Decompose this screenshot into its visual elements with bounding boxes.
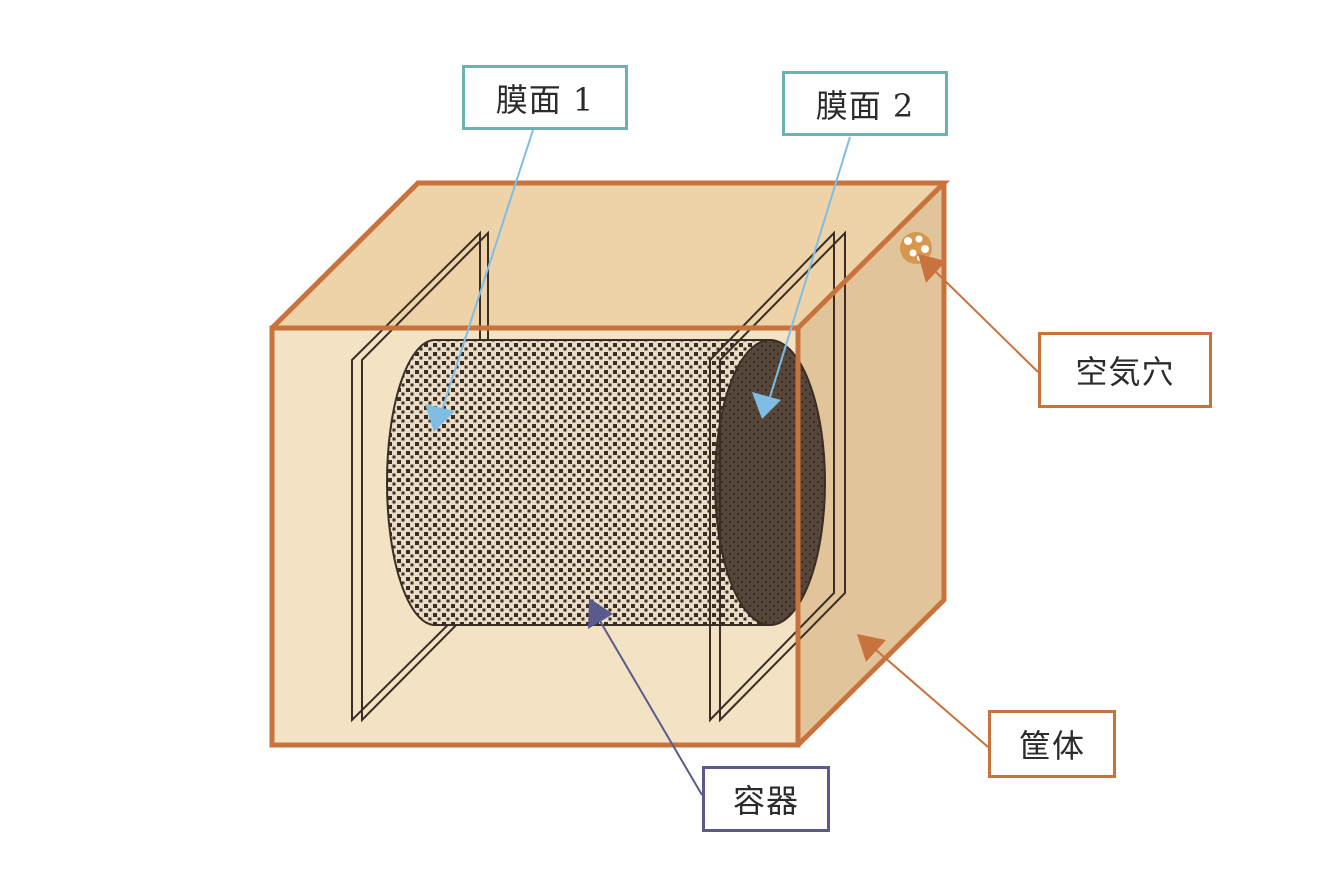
air-hole-arrow bbox=[918, 254, 1039, 373]
housing-outline bbox=[269, 180, 951, 748]
housing-arrow bbox=[857, 634, 989, 748]
membrane-1-label: 膜面 1 bbox=[462, 65, 628, 130]
membrane-2-label: 膜面 2 bbox=[782, 71, 948, 136]
container-arrow bbox=[588, 598, 703, 796]
membrane-2-arrow bbox=[752, 136, 851, 419]
membrane-1-arrow bbox=[425, 129, 534, 432]
housing-label: 筐体 bbox=[988, 710, 1116, 778]
membrane-2-plates bbox=[709, 230, 846, 723]
container-label: 容器 bbox=[702, 766, 830, 832]
air-hole-label: 空気穴 bbox=[1038, 332, 1212, 408]
container-end-face bbox=[714, 339, 826, 626]
container-cylinder bbox=[386, 339, 826, 626]
